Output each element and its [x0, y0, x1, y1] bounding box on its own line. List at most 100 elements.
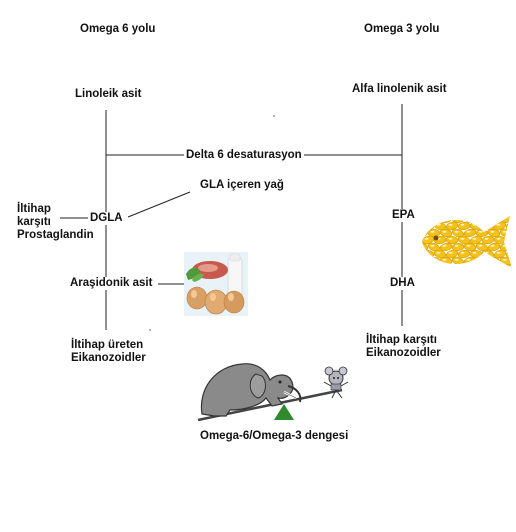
- capsule: [475, 229, 489, 237]
- capsule-highlight: [473, 210, 477, 212]
- capsule-highlight: [466, 230, 471, 233]
- capsule-highlight: [425, 210, 429, 212]
- capsule: [493, 264, 507, 268]
- capsule-highlight: [448, 251, 453, 254]
- capsule-highlight: [449, 210, 453, 212]
- capsule: [422, 235, 423, 245]
- capsule: [422, 216, 435, 217]
- capsule-highlight: [422, 230, 423, 233]
- fish-oil-capsules-image: [420, 210, 513, 268]
- capsule: [445, 264, 459, 268]
- capsule: [445, 236, 459, 244]
- capsule: [457, 235, 471, 245]
- capsule-highlight: [497, 210, 501, 212]
- capsule-highlight: [430, 230, 435, 233]
- capsule: [487, 242, 501, 252]
- capsule: [433, 249, 447, 259]
- capsule-highlight: [466, 244, 471, 247]
- capsule: [439, 228, 453, 238]
- capsule-highlight: [422, 258, 423, 261]
- capsule-highlight: [430, 258, 435, 261]
- capsule: [452, 228, 464, 238]
- capsule-highlight: [442, 216, 447, 219]
- capsule-highlight: [460, 265, 465, 268]
- capsule: [439, 242, 453, 252]
- capsule: [422, 216, 429, 224]
- capsule-highlight: [509, 210, 513, 212]
- capsule: [457, 222, 471, 230]
- capsule-highlight: [448, 265, 453, 268]
- capsule: [487, 229, 501, 237]
- capsule-highlight: [508, 251, 512, 254]
- capsule-highlight: [454, 244, 459, 247]
- capsule-highlight: [490, 230, 495, 233]
- capsule: [422, 222, 423, 230]
- capsule: [481, 263, 495, 268]
- capsule-highlight: [436, 265, 441, 268]
- capsule-highlight: [484, 251, 489, 254]
- seesaw-fulcrum: [274, 404, 294, 420]
- delta6-desaturation-label: Delta 6 desaturasyon: [184, 149, 304, 162]
- capsule-highlight: [508, 223, 512, 226]
- capsule: [451, 216, 465, 223]
- capsule-highlight: [496, 237, 501, 240]
- capsule: [469, 222, 483, 230]
- capsule-highlight: [472, 237, 477, 240]
- capsule-highlight: [478, 244, 483, 247]
- capsule: [475, 257, 489, 265]
- stray-dot: [149, 329, 151, 331]
- capsule-highlight: [424, 237, 429, 240]
- capsule: [493, 236, 507, 244]
- capsule-highlight: [442, 258, 447, 261]
- capsule: [434, 210, 447, 216]
- capsule-highlight: [424, 223, 429, 226]
- capsule: [494, 249, 506, 259]
- capsule-highlight: [484, 223, 489, 226]
- capsule-highlight: [490, 244, 495, 247]
- capsule: [469, 250, 483, 258]
- capsule: [420, 210, 423, 218]
- capsule-highlight: [485, 210, 489, 212]
- capsule-highlight: [502, 216, 507, 219]
- capsule: [475, 242, 489, 252]
- capsule: [487, 216, 501, 224]
- capsule: [499, 216, 512, 223]
- capsule-highlight: [466, 258, 471, 261]
- capsule: [451, 243, 465, 251]
- capsule: [446, 210, 459, 216]
- capsule: [422, 250, 435, 258]
- capsule: [422, 222, 435, 230]
- capsule: [505, 222, 512, 230]
- capsule: [427, 257, 441, 265]
- gla-oil-label: GLA içeren yağ: [200, 179, 284, 191]
- capsule: [457, 216, 471, 217]
- omega-balance-label: Omega-6/Omega-3 dengesi: [200, 430, 349, 442]
- capsule: [505, 235, 512, 245]
- capsule-highlight: [484, 265, 489, 268]
- gla-diagonal-line: [127, 191, 191, 218]
- capsule: [457, 250, 471, 258]
- capsule-highlight: [496, 223, 501, 226]
- capsule-highlight: [430, 216, 435, 219]
- capsule: [439, 216, 453, 224]
- capsule: [482, 210, 495, 216]
- capsule-highlight: [466, 216, 471, 219]
- capsule-highlight: [472, 265, 477, 268]
- capsule: [422, 263, 423, 268]
- capsule-highlight: [460, 223, 465, 226]
- omega6-header: Omega 6 yolu: [80, 23, 156, 35]
- food-eggs-meat-milk-image: [184, 252, 248, 316]
- elephant-mouse-seesaw-image: [197, 363, 349, 422]
- capsule: [481, 236, 495, 244]
- capsule-highlight: [478, 230, 483, 233]
- omega3-header: Omega 3 yolu: [364, 23, 440, 35]
- capsule-highlight: [448, 237, 453, 240]
- capsule-highlight: [442, 244, 447, 247]
- capsule: [428, 242, 440, 252]
- capsule-highlight: [422, 244, 423, 247]
- capsule-highlight: [422, 216, 423, 219]
- capsule-highlight: [484, 237, 489, 240]
- capsule: [505, 216, 512, 217]
- capsule-highlight: [437, 210, 441, 212]
